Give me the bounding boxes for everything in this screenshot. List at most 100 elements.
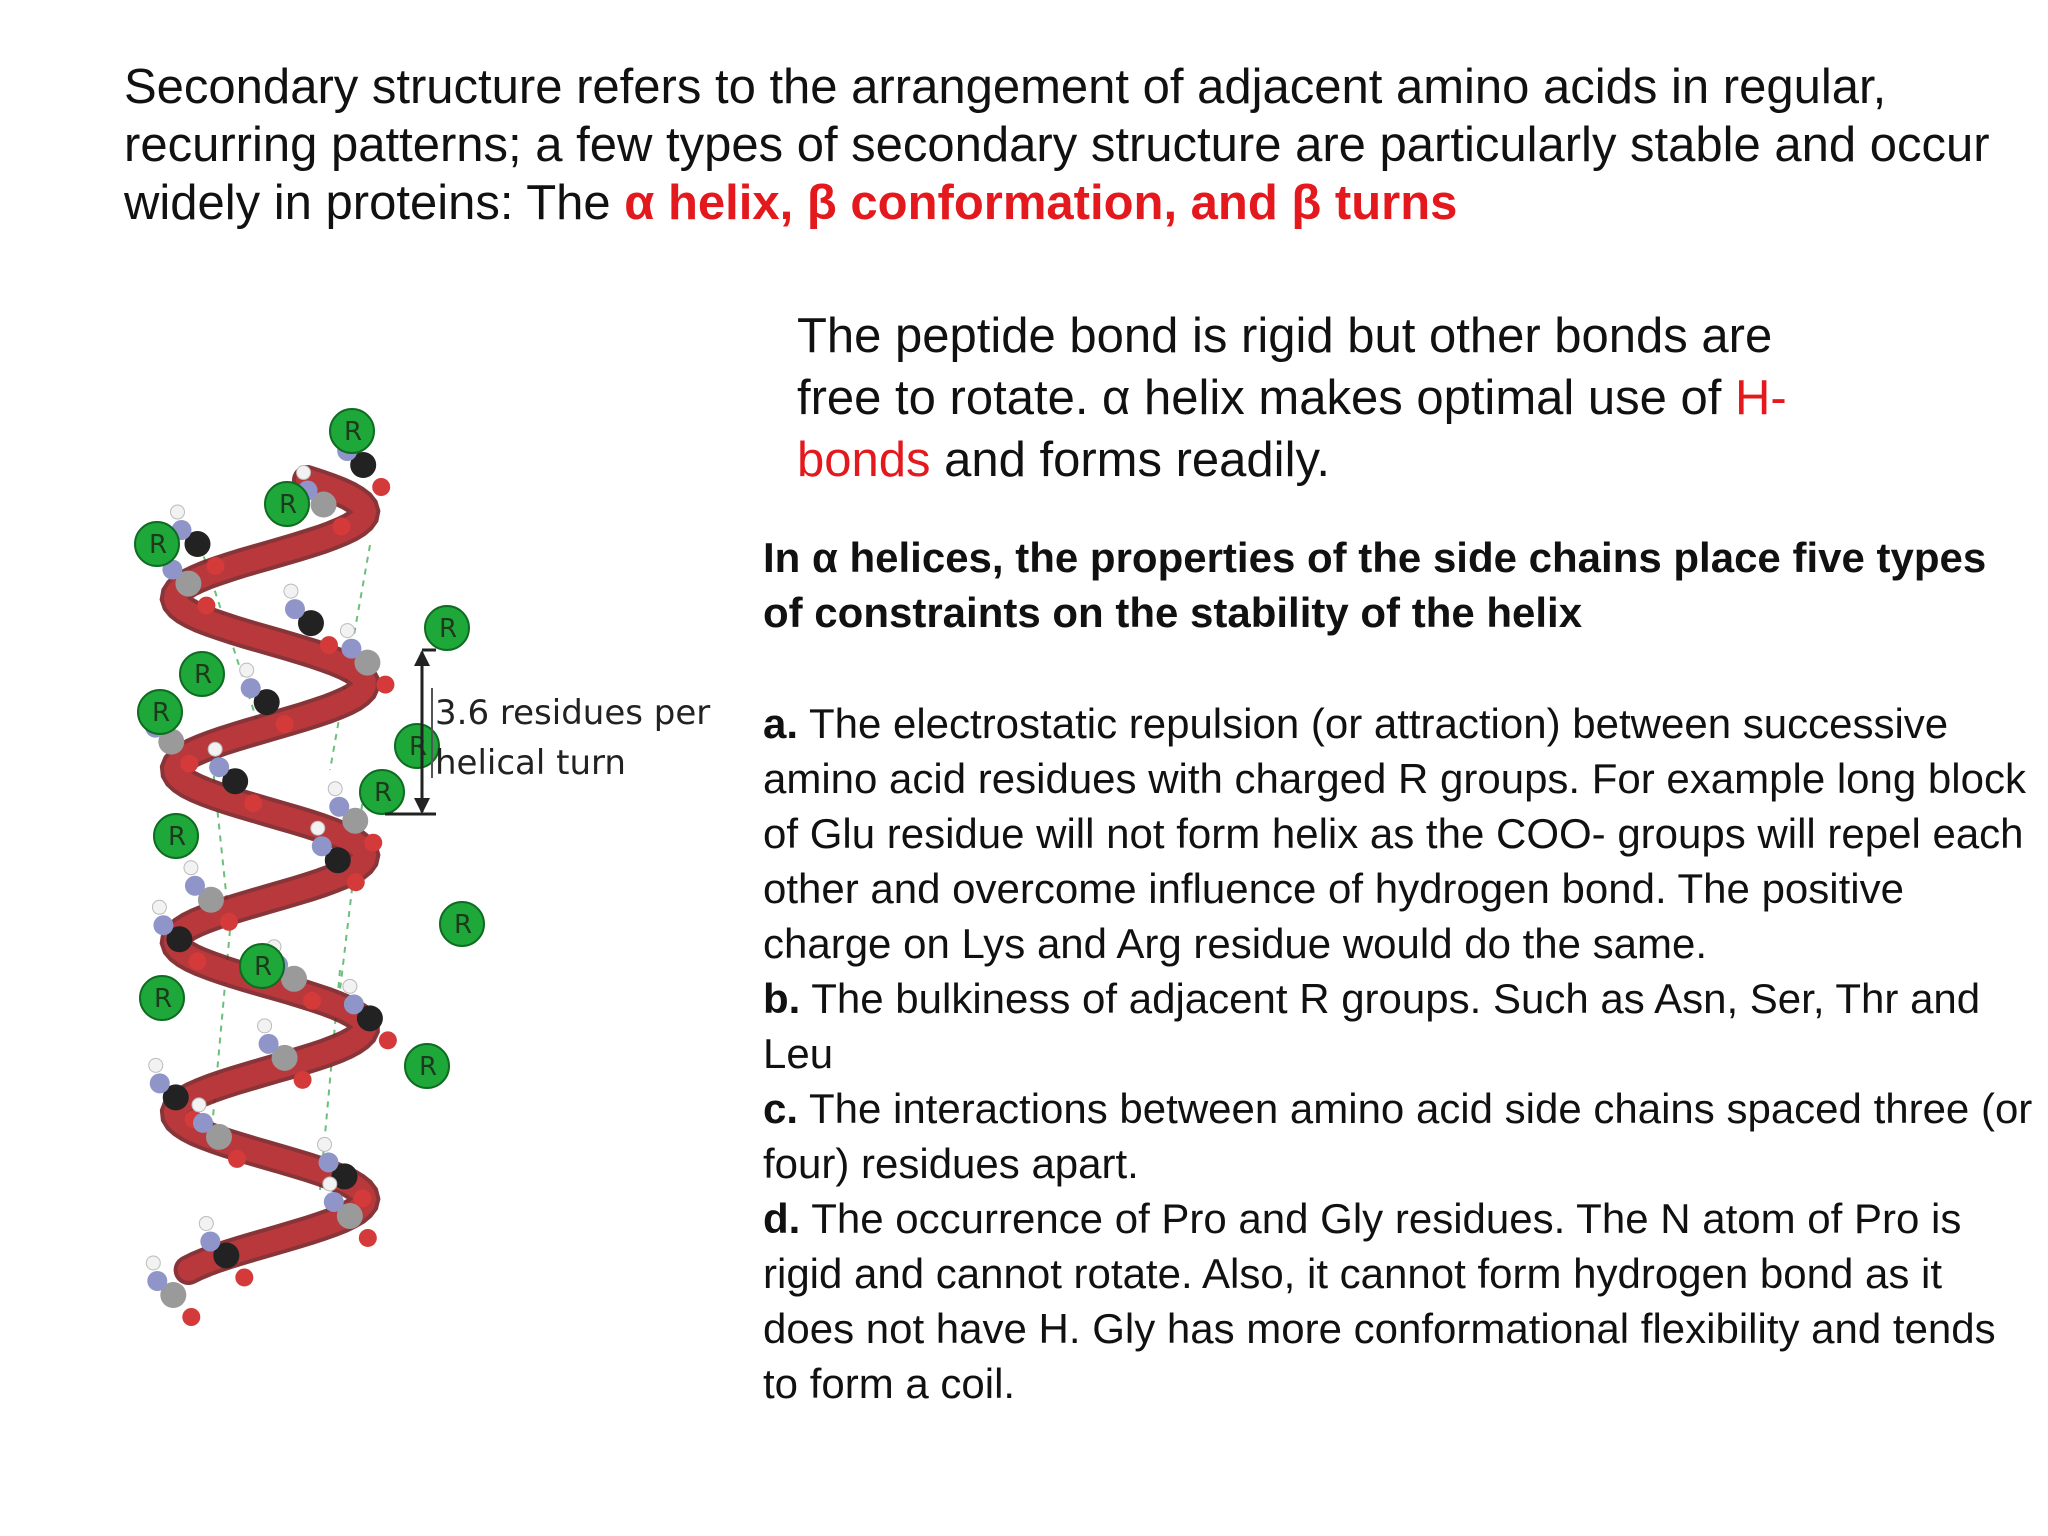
carbon-atom <box>197 886 224 913</box>
oxygen-atom <box>235 1268 254 1287</box>
oxygen-atom <box>353 1189 372 1208</box>
nitrogen-atom <box>162 559 183 580</box>
turn-dimension-marker <box>385 648 436 816</box>
nitrogen-atom <box>240 678 261 699</box>
nitrogen-atom <box>343 994 364 1015</box>
oxygen-atom <box>244 794 263 813</box>
r-group-atom <box>329 408 375 454</box>
constraint-text: The interactions between amino acid side… <box>763 1085 2033 1187</box>
hydrogen-atom <box>257 1018 273 1034</box>
constraint-item-d: d. The occurrence of Pro and Gly residue… <box>763 1191 2035 1411</box>
nitrogen-atom <box>258 1033 279 1054</box>
hydrogen-atom <box>151 899 167 915</box>
r-group-atom <box>359 769 405 815</box>
constraint-item-c: c. The interactions between amino acid s… <box>763 1081 2035 1191</box>
oxygen-atom <box>182 1308 201 1326</box>
r-group-atom <box>153 813 199 859</box>
constraints-list: a. The electrostatic repulsion (or attra… <box>763 696 2035 1411</box>
residues-per-turn-label: 3.6 residues per <box>435 693 710 733</box>
r-group-label: R <box>344 417 362 447</box>
r-group-label: R <box>152 698 170 728</box>
carbon-atom <box>222 768 249 795</box>
hydrogen-atom <box>296 465 312 481</box>
r-group-label: R <box>409 732 427 762</box>
oxygen-atom <box>275 715 294 734</box>
carbon-atom <box>166 926 193 953</box>
constraint-letter: b. <box>763 975 801 1022</box>
carbon-atom <box>281 965 308 992</box>
oxygen-atom <box>319 636 338 655</box>
constraint-letter: a. <box>763 700 799 747</box>
carbon-atom <box>253 689 280 716</box>
carbon-atom <box>324 847 351 874</box>
carbon-atom <box>162 1084 189 1111</box>
r-group-label: R <box>419 1052 437 1082</box>
oxygen-atom <box>376 675 395 694</box>
carbon-atom <box>310 491 337 518</box>
carbon-atom <box>271 1044 298 1071</box>
r-group-atom <box>394 723 440 769</box>
oxygen-atom <box>358 1228 377 1247</box>
r-group-label: R <box>149 530 167 560</box>
constraint-text: The electrostatic repulsion (or attracti… <box>763 700 2026 967</box>
r-group-label: R <box>254 952 272 982</box>
constraint-letter: c. <box>763 1085 799 1132</box>
peptide-text-after: and forms readily. <box>930 433 1330 487</box>
carbon-atom <box>213 1242 240 1269</box>
oxygen-atom <box>346 873 365 892</box>
constraint-item-a: a. The electrostatic repulsion (or attra… <box>763 696 2035 971</box>
carbon-atom <box>205 1123 232 1150</box>
secondary-structure-types: α helix, β conformation, and β turns <box>624 176 1458 230</box>
r-group-atom <box>424 605 470 651</box>
nitrogen-atom <box>149 1073 170 1094</box>
hydrogen-atom <box>183 860 199 876</box>
hydrogen-atom <box>342 978 358 994</box>
r-group-atom <box>439 901 485 947</box>
carbon-atom <box>356 1005 383 1032</box>
carbon-atom <box>354 649 381 676</box>
helical-turn-label: helical turn <box>435 743 626 783</box>
r-group-atom <box>134 521 180 567</box>
hydrogen-atom <box>283 583 299 599</box>
nitrogen-atom <box>341 638 362 659</box>
nitrogen-atom <box>318 1152 339 1173</box>
nitrogen-atom <box>284 599 305 620</box>
peptide-text-before: The peptide bond is rigid but other bond… <box>797 309 1773 425</box>
r-group-atom <box>239 943 285 989</box>
hydrogen-atom <box>339 623 355 639</box>
r-group-atom <box>264 481 310 527</box>
r-group-label: R <box>374 778 392 808</box>
intro-text: Secondary structure refers to the arrang… <box>124 60 1990 230</box>
r-group-atom <box>139 975 185 1021</box>
constraint-letter: d. <box>763 1195 801 1242</box>
oxygen-atom <box>180 754 199 773</box>
oxygen-atom <box>364 833 383 852</box>
r-group-label: R <box>439 614 457 644</box>
carbon-atom <box>336 1202 363 1229</box>
carbon-atom <box>160 1282 187 1308</box>
r-group-atom <box>404 1043 450 1089</box>
oxygen-atom <box>219 912 238 931</box>
nitrogen-atom <box>147 1271 168 1291</box>
carbon-atom <box>184 531 211 558</box>
nitrogen-atom <box>184 875 205 896</box>
hydrogen-atom <box>198 1215 214 1231</box>
nitrogen-atom <box>311 836 332 857</box>
oxygen-atom <box>188 952 207 971</box>
hydrogen-bond-line <box>329 544 371 771</box>
hydrogen-atom <box>207 741 223 757</box>
hydrogen-atom <box>317 1136 333 1152</box>
nitrogen-atom <box>329 796 350 817</box>
r-group-label: R <box>154 984 172 1014</box>
nitrogen-atom <box>323 1191 344 1212</box>
nitrogen-atom <box>209 757 230 778</box>
oxygen-atom <box>303 991 322 1010</box>
r-group-atom <box>137 689 183 735</box>
hydrogen-atom <box>310 820 326 836</box>
oxygen-atom <box>293 1070 312 1089</box>
constraints-heading: In α helices, the properties of the side… <box>763 534 1987 636</box>
peptide-bond-paragraph: The peptide bond is rigid but other bond… <box>797 305 1797 491</box>
